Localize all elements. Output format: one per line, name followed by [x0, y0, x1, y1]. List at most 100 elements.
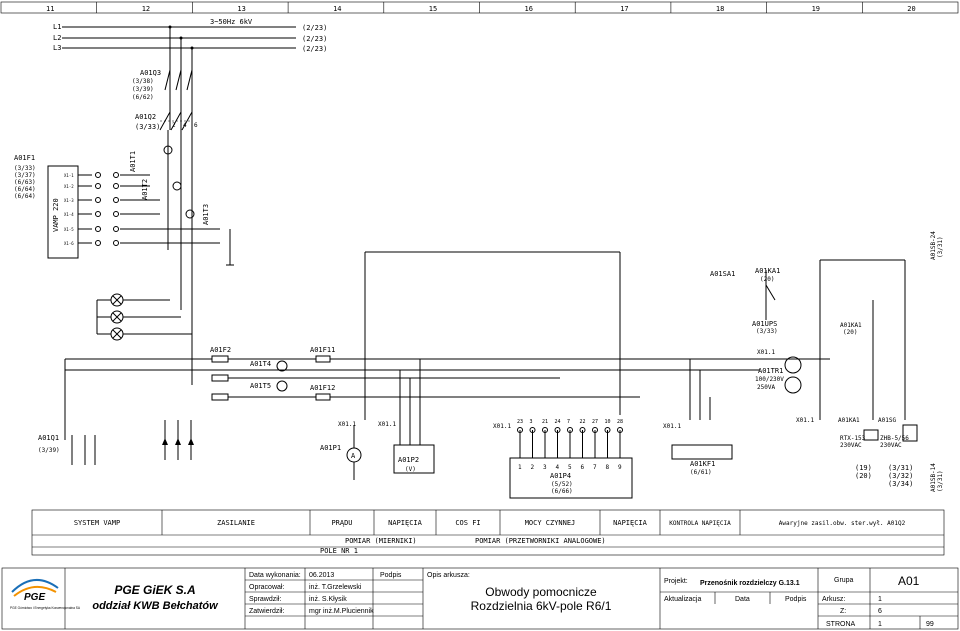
x01-1-ka1c-label: X01.1 [796, 417, 814, 424]
terminal-x01 [95, 172, 101, 178]
a01sb24-label: A01SB-24 [930, 231, 937, 260]
terminal-x01 [113, 226, 119, 232]
p4-top-number: 27 [592, 419, 598, 425]
terminal-x01 [95, 226, 101, 232]
grupa-label: Grupa [834, 577, 854, 584]
a01t3-label: A01T3 [202, 204, 210, 225]
rtx-voltage: 230VAC [840, 442, 862, 449]
p4-terminal-number: 9 [618, 464, 622, 471]
a01q2-ref: (3/33) [135, 123, 160, 131]
a01p1-label: A01P1 [320, 444, 341, 452]
a01sg-label: A01SG [878, 417, 896, 424]
terminal-x01 [113, 183, 119, 189]
strona-total: 99 [926, 621, 934, 628]
p4-top-number: 7 [567, 419, 570, 425]
p4-terminal [617, 427, 623, 433]
terminal-x01 [113, 211, 119, 217]
vamp-label: VAMP 220 [52, 198, 60, 232]
meters-section: X01.1 A A01P1 X01.1 A01P2 (V) [320, 359, 435, 480]
company-name: PGE GiEK S.A [114, 583, 195, 597]
vamp-relay [47, 165, 79, 259]
voltage-indicator-lamps [96, 293, 192, 341]
column-number: 13 [237, 5, 245, 13]
column-number: 19 [812, 5, 820, 13]
a01p4-ref-1: (5/52) [551, 481, 573, 488]
column-number: 11 [46, 5, 54, 13]
column-number: 18 [716, 5, 724, 13]
column-number: 20 [907, 5, 915, 13]
p4-terminal [567, 427, 573, 433]
function-label: MOCY CZYNNEJ [525, 519, 576, 527]
x01-1-p2-label: X01.1 [378, 421, 396, 428]
pge-logo: PGE PGE Górnictwo i Energetyka Konwencjo… [10, 579, 81, 610]
a01tr1-power: 250VA [757, 384, 775, 391]
p4-terminal-number: 7 [593, 464, 597, 471]
a01q2-label: A01Q2 [135, 113, 156, 121]
data-col-label: Data [735, 596, 750, 603]
emergency-supply-section: A01SA1 A01KA1 (20) A01UPS (3/33) X01.1 A… [710, 231, 944, 492]
svg-text:A: A [351, 452, 356, 460]
a01f1-ref-2: (3/37) [14, 172, 36, 179]
column-number: 17 [620, 5, 628, 13]
z-label: Z: [840, 608, 846, 615]
column-number: 14 [333, 5, 341, 13]
a01t4-label: A01T4 [250, 360, 271, 368]
a01ka1-label: A01KA1 [755, 267, 780, 275]
a01t2-label: A01T2 [141, 179, 149, 200]
p4-terminal [604, 427, 611, 433]
logo-subtext: PGE Górnictwo i Energetyka Konwencjonaln… [10, 606, 81, 610]
a01p2-label: A01P2 [398, 456, 419, 464]
p4-terminal-number: 4 [556, 464, 560, 471]
a01p4-label: A01P4 [550, 472, 571, 480]
supply-spec: 3~50Hz 6kV [210, 18, 253, 26]
x01-1-ups-label: X01.1 [757, 349, 775, 356]
supply-lines: L1 L2 L3 3~50Hz 6kV (2/23) (2/23) (2/23) [53, 18, 327, 53]
column-number: 12 [142, 5, 150, 13]
terminal-x01 [113, 240, 119, 246]
a01ka1b-label: A01KA1 [840, 322, 862, 329]
z-value: 6 [878, 608, 882, 615]
a01kf1-label: A01KF1 [690, 460, 715, 468]
x01-1-p4-label: X01.1 [493, 423, 511, 430]
supply-ref-2: (2/23) [302, 35, 327, 43]
pomiar-przetworniki: POMIAR (PRZETWORNIKI ANALOGOWE) [475, 537, 606, 545]
a01f1-ref-1: (3/33) [14, 165, 36, 172]
a01q1-ref: (3/39) [38, 447, 60, 454]
a01sa1-label: A01SA1 [710, 270, 735, 278]
p4-top-number: 24 [555, 419, 561, 425]
sprawdzil-value: inż. S.Kłysik [309, 596, 347, 603]
terminal-x01 [95, 211, 101, 217]
vamp-terminal: X1-4 [64, 212, 74, 217]
a01sb14-ref: (3/31) [937, 470, 944, 492]
a01q3-ref-1: (3/38) [132, 78, 154, 85]
vamp-terminal: X1-1 [64, 173, 74, 178]
a01p2-sub: (V) [405, 466, 416, 473]
vamp-terminal: X1-6 [64, 241, 74, 246]
line-l3-label: L3 [53, 44, 61, 52]
column-number: 15 [429, 5, 437, 13]
a01f2-label: A01F2 [210, 346, 231, 354]
p4-terminal-number: 1 [518, 464, 522, 471]
a01ups-ref: (3/33) [756, 328, 778, 335]
zhb-label: ZHB-5/56 [880, 435, 909, 442]
p4-top-number: 28 [617, 419, 623, 425]
p4-terminal-number: 5 [568, 464, 572, 471]
p4-terminal [517, 427, 523, 433]
svg-text:2: 2 [172, 122, 176, 129]
a01sb24-ref: (3/31) [937, 236, 944, 258]
podpis-header: Podpis [380, 572, 402, 579]
supply-ref-3: (2/23) [302, 45, 327, 53]
zhb-voltage: 230VAC [880, 442, 902, 449]
a01f12-label: A01F12 [310, 384, 335, 392]
p4-terminal-number: 6 [581, 464, 585, 471]
a01q3-label: A01Q3 [140, 69, 161, 77]
data-value: 06.2013 [309, 572, 334, 579]
a01q1-switch: A01Q1 (3/39) [38, 420, 194, 465]
a01t1-label: A01T1 [129, 151, 137, 172]
a01tr1-label: A01TR1 [758, 367, 783, 375]
opis-line-1: Obwody pomocnicze [485, 585, 597, 599]
p4-terminal-number: 2 [531, 464, 535, 471]
ref-right-3: (3/34) [888, 480, 913, 488]
